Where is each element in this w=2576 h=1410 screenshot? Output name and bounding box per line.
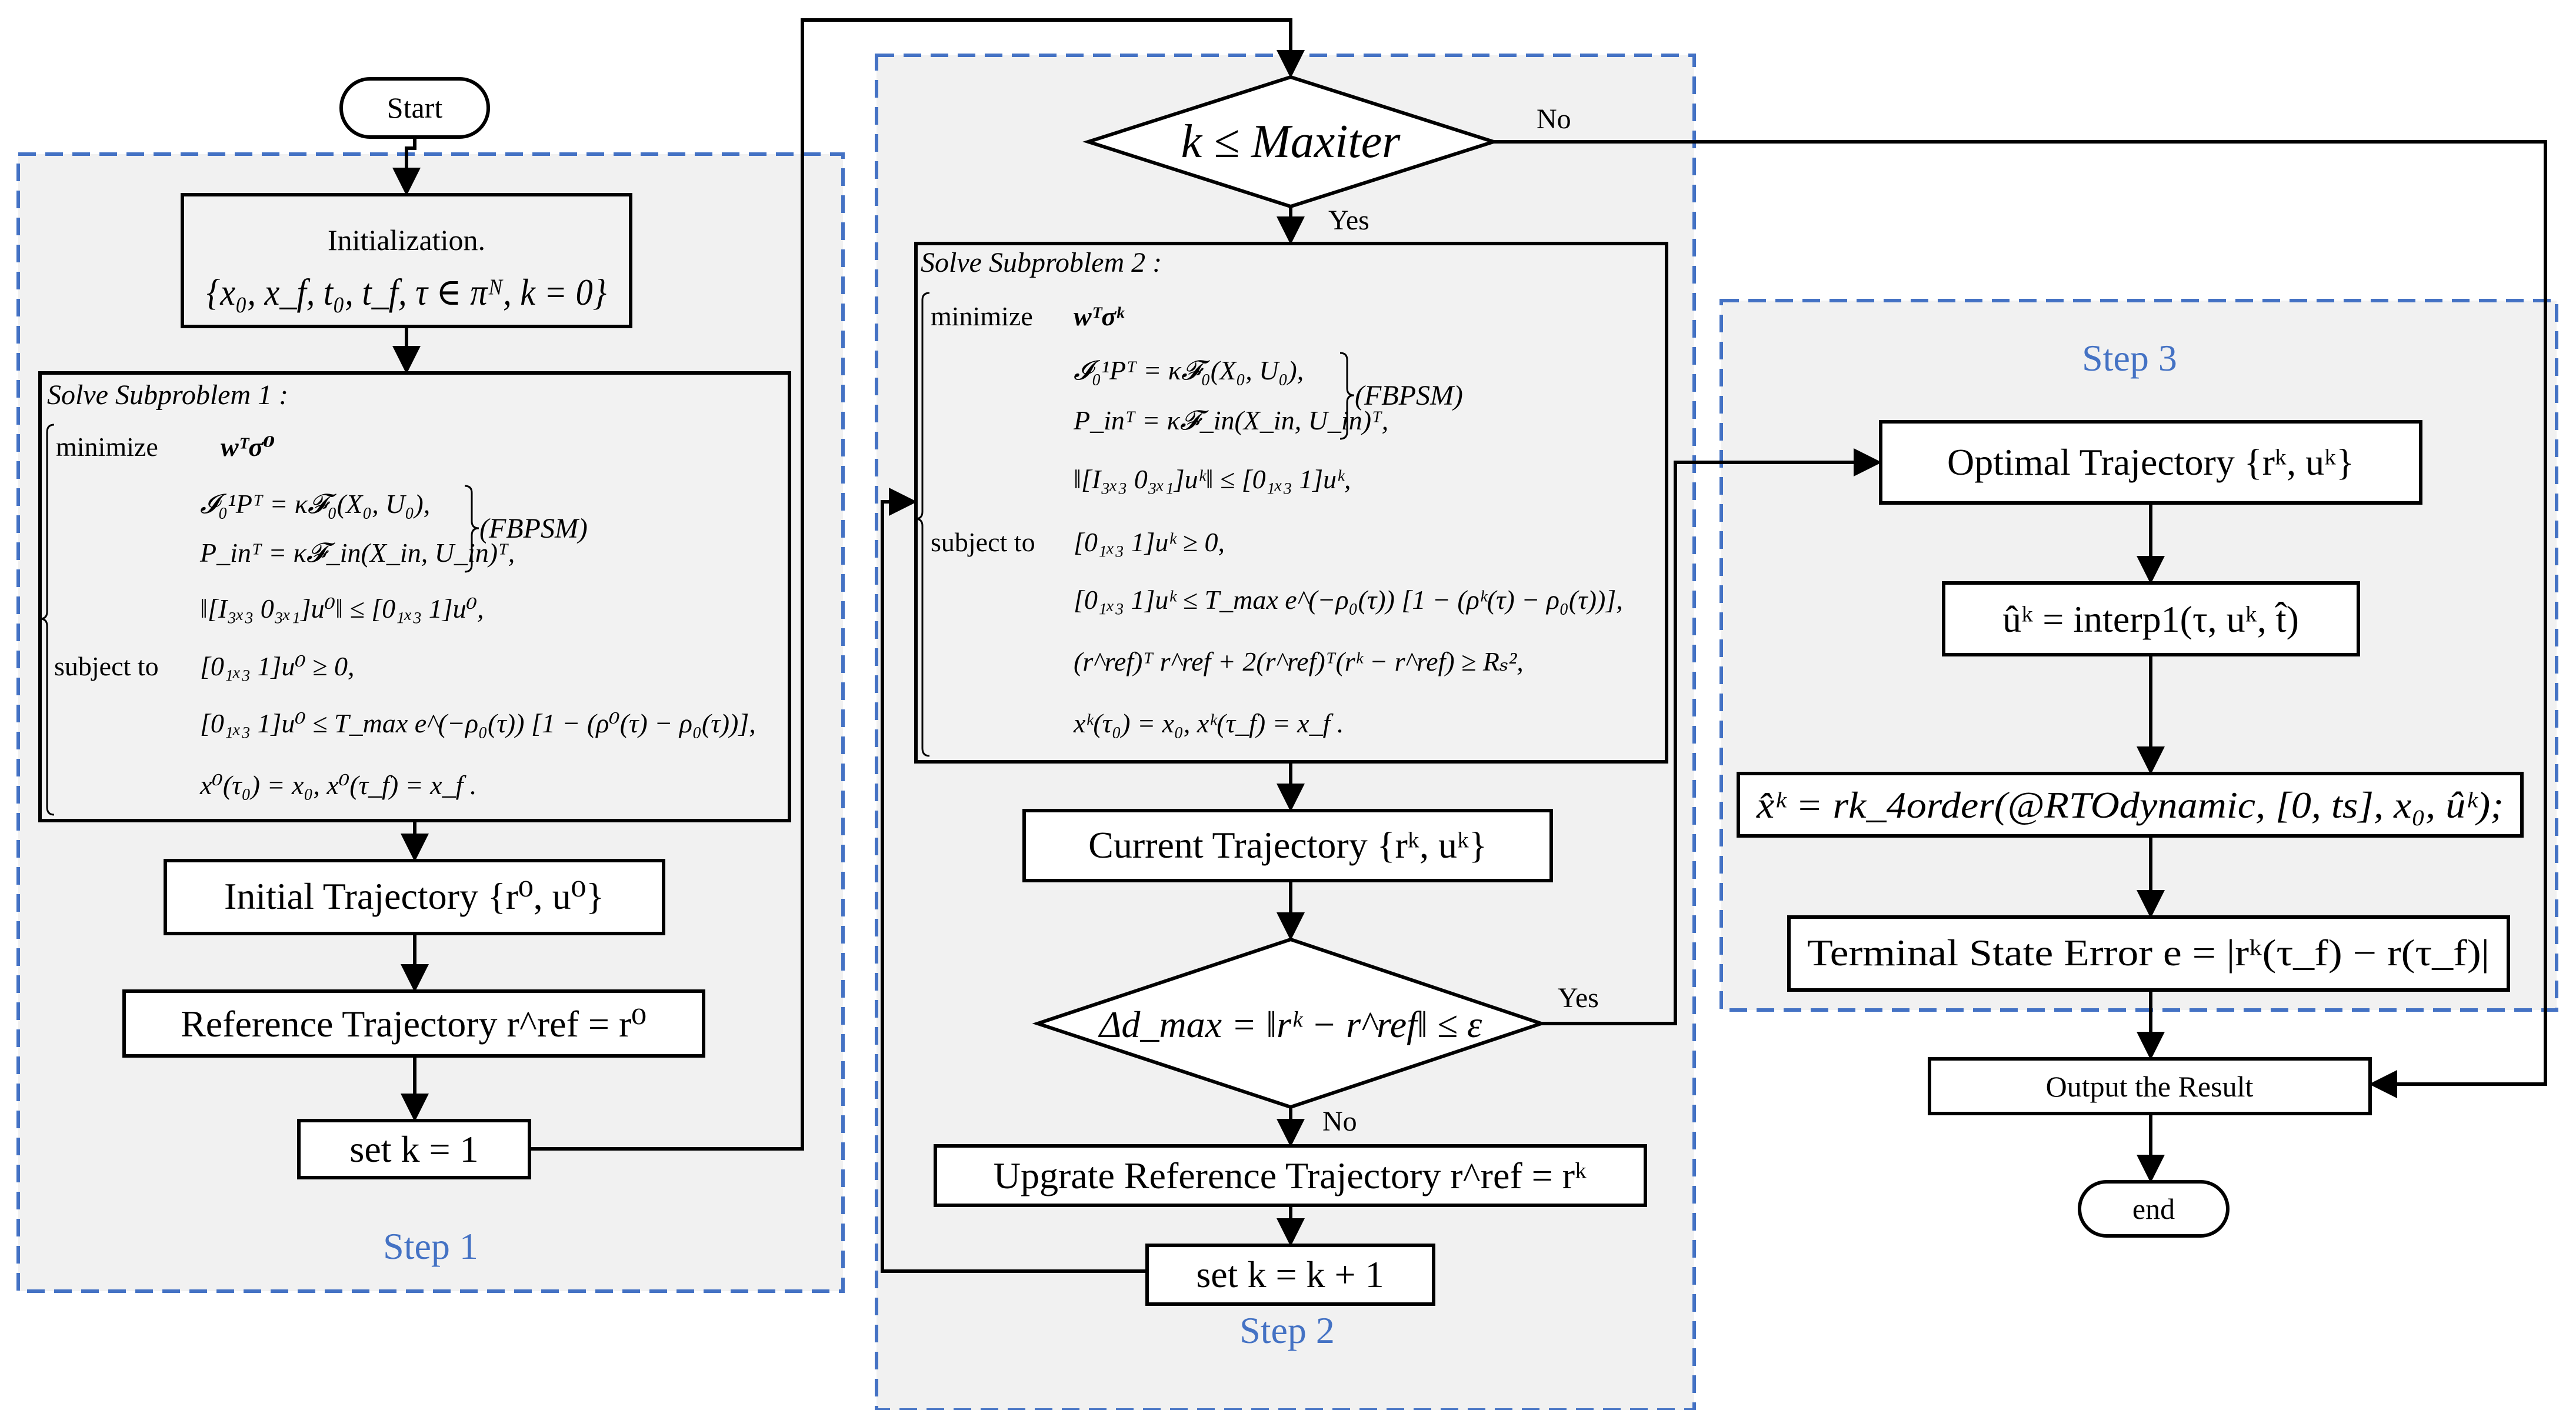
- subproblem1-objective: wᵀσ⁰: [221, 432, 275, 462]
- interpolation-label: ûᵏ = interp1(τ, uᵏ, t̂): [2002, 598, 2299, 640]
- subproblem1-brace: [39, 424, 55, 816]
- subproblem2-subject-to: subject to: [931, 527, 1035, 557]
- current-trajectory-label: Current Trajectory {rᵏ, uᵏ}: [1088, 824, 1487, 866]
- fbpsm1-label: (FBPSM): [479, 513, 588, 544]
- output-label: Output the Result: [2046, 1070, 2254, 1103]
- fbpsm2-brace: [1339, 352, 1355, 440]
- subproblem1-constraint-4: [0₁ₓ₃ 1]u⁰ ≥ 0,: [200, 651, 355, 681]
- arrow-setk-loop: [881, 488, 1147, 1273]
- subproblem2-minimize: minimize: [931, 301, 1033, 331]
- reference-trajectory-label: Reference Trajectory r^ref = r⁰: [181, 1003, 647, 1045]
- convergence-no-label: No: [1322, 1106, 1357, 1137]
- subproblem2-constraint-4: [0₁ₓ₃ 1]uᵏ ≥ 0,: [1074, 527, 1225, 557]
- maxiter-no-label: No: [1537, 104, 1571, 135]
- subproblem2-constraint-5: [0₁ₓ₃ 1]uᵏ ≤ T_max e^(−ρ₀(τ)) [1 − (ρᵏ(τ…: [1074, 585, 1623, 615]
- fbpsm2-label: (FBPSM): [1355, 380, 1463, 411]
- subproblem2-constraint-1: 𝓘₀¹Pᵀ = κ𝓕₀(X₀, U₀),: [1074, 355, 1304, 385]
- fbpsm1-brace: [464, 485, 479, 573]
- subproblem2-objective: wᵀσᵏ: [1074, 301, 1125, 331]
- subproblem2-constraint-3: ‖[I₃ₓ₃ 0₃ₓ₁]uᵏ‖ ≤ [0₁ₓ₃ 1]uᵏ,: [1074, 464, 1351, 494]
- end-label: end: [2132, 1192, 2175, 1225]
- subproblem1-constraint-5: [0₁ₓ₃ 1]u⁰ ≤ T_max e^(−ρ₀(τ)) [1 − (ρ⁰(τ…: [200, 708, 756, 738]
- initialization-title: Initialization.: [328, 224, 485, 256]
- subproblem1-minimize: minimize: [56, 432, 158, 462]
- subproblem2-brace: [915, 292, 930, 757]
- maxiter-yes-label: Yes: [1328, 205, 1369, 236]
- terminal-error-label: Terminal State Error e = |rᵏ(τ_f) − r(τ_…: [1807, 932, 2490, 974]
- arrow-start-init: [392, 137, 421, 196]
- step1-label: Step 1: [383, 1225, 478, 1267]
- arrow-convergence-optimal: [1541, 448, 1882, 1025]
- subproblem1-title: Solve Subproblem 1 :: [47, 379, 288, 411]
- upgrade-reference-label: Upgrate Reference Trajectory r^ref = rᵏ: [994, 1155, 1587, 1196]
- subproblem2-constraint-2: P_inᵀ = κ𝓕_in(X_in, U_in)ᵀ,: [1073, 405, 1388, 435]
- subproblem2-box: [914, 242, 1668, 764]
- subproblem1-subject-to: subject to: [54, 651, 159, 681]
- start-label: Start: [387, 91, 443, 124]
- max-iter-label: k ≤ Maxiter: [1181, 116, 1401, 168]
- subproblem2-title: Solve Subproblem 2 :: [921, 247, 1162, 278]
- convergence-label: Δd_max = ‖rᵏ − r^ref‖ ≤ ε: [1098, 1004, 1482, 1045]
- set-k-increment-label: set k = k + 1: [1196, 1254, 1384, 1295]
- arrow-setk-maxiter: [529, 18, 1305, 1151]
- subproblem2-constraint-6: (r^ref)ᵀ r^ref + 2(r^ref)ᵀ(rᵏ − r^ref) ≥…: [1074, 646, 1524, 676]
- terminal-error-box: [1787, 915, 2510, 992]
- subproblem2-constraint-7: xᵏ(τ₀) = x₀, xᵏ(τ_f) = x_f .: [1073, 708, 1344, 738]
- convergence-yes-label: Yes: [1558, 982, 1599, 1014]
- subproblem1-constraint-6: x⁰(τ₀) = x₀, x⁰(τ_f) = x_f .: [199, 770, 476, 800]
- step3-label: Step 3: [2082, 337, 2177, 379]
- subproblem1-constraint-2: P_inᵀ = κ𝓕_in(X_in, U_in)ᵀ,: [199, 538, 515, 568]
- upgrade-reference-box: [934, 1144, 1647, 1207]
- step2-label: Step 2: [1239, 1309, 1335, 1351]
- initialization-box: [181, 193, 632, 328]
- initial-trajectory-label: Initial Trajectory {r⁰, u⁰}: [224, 875, 604, 917]
- optimal-trajectory-label: Optimal Trajectory {rᵏ, uᵏ}: [1947, 441, 2354, 483]
- rk4-box: [1737, 772, 2524, 838]
- subproblem1-constraint-3: ‖[I₃ₓ₃ 0₃ₓ₁]u⁰‖ ≤ [0₁ₓ₃ 1]u⁰,: [200, 594, 484, 624]
- arrow-maxiter-output: [1494, 140, 2547, 1098]
- initialization-vars: {x₀, x_f, t₀, t_f, τ ∈ πᴺ, k = 0}: [206, 271, 606, 313]
- set-k-1-label: set k = 1: [349, 1128, 478, 1170]
- rk4-label: x̂ᵏ = rk_4order(@RTOdynamic, [0, ts], x₀…: [1756, 784, 2504, 826]
- initial-trajectory-box: [164, 859, 665, 935]
- subproblem1-constraint-1: 𝓘₀¹Pᵀ = κ𝓕₀(X₀, U₀),: [200, 489, 430, 519]
- output-box: [1928, 1057, 2372, 1115]
